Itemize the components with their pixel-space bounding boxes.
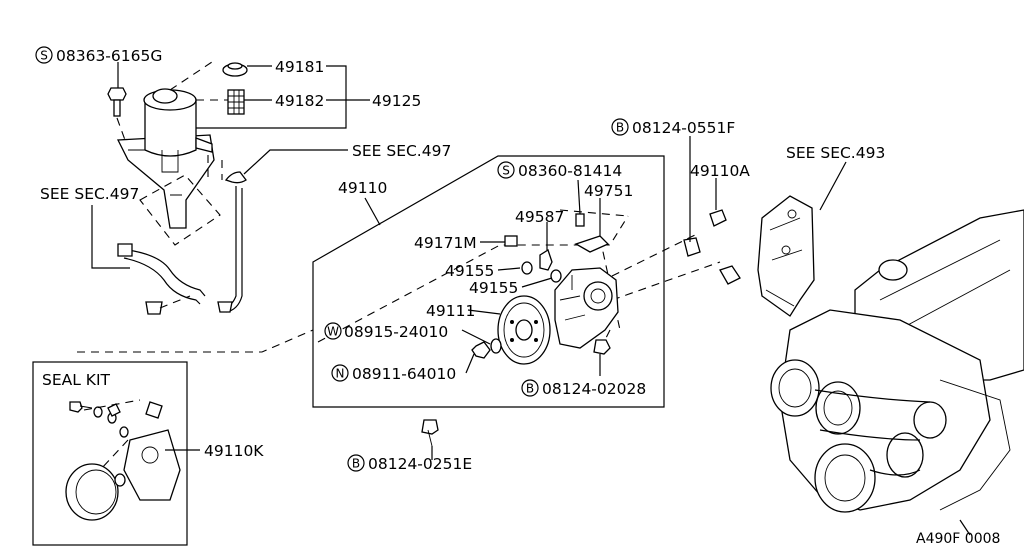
- bolt-08360: [575, 213, 585, 227]
- prefix-s-08363: S: [35, 46, 53, 64]
- label-49155-a: 49155: [445, 262, 494, 280]
- prefix-b-0551f: B: [611, 118, 629, 136]
- svg-text:B: B: [526, 382, 534, 396]
- cap-49181: [222, 62, 248, 77]
- label-08363-6165g: 08363-6165G: [56, 47, 162, 65]
- svg-text:B: B: [616, 121, 624, 135]
- svg-text:S: S: [502, 164, 510, 178]
- prefix-n-08911: N: [331, 364, 349, 382]
- label-49111: 49111: [426, 302, 475, 320]
- label-49182: 49182: [275, 92, 324, 110]
- label-08911-64010: 08911-64010: [352, 365, 456, 383]
- bracket-group: [683, 195, 815, 317]
- label-49171m: 49171M: [414, 234, 477, 252]
- label-49110k: 49110K: [204, 442, 264, 460]
- svg-text:N: N: [336, 367, 345, 381]
- filter-49182: [227, 89, 245, 115]
- leader-lines: [91, 62, 971, 536]
- label-08915-24010: 08915-24010: [344, 323, 448, 341]
- label-08124-0251e: 08124-0251E: [368, 455, 472, 473]
- label-49587: 49587: [515, 208, 564, 226]
- label-49155-b: 49155: [469, 279, 518, 297]
- label-08124-0551f: 08124-0551F: [632, 119, 735, 137]
- engine-block: [770, 209, 1024, 513]
- label-seal-kit: SEAL KIT: [42, 371, 111, 389]
- reservoir-assembly: [107, 59, 248, 246]
- prefix-s-08360: S: [497, 161, 515, 179]
- label-diagram-code: A490F 0008: [916, 531, 1000, 547]
- fitting-49751: [574, 235, 610, 253]
- bolt-49171M: [504, 235, 518, 247]
- label-49125: 49125: [372, 92, 421, 110]
- nut-08911: [471, 341, 491, 359]
- label-see-sec-493: SEE SEC.493: [786, 144, 885, 162]
- pulley-49111: [497, 295, 551, 365]
- power-steering-pump: [421, 213, 619, 447]
- washer-08915: [490, 338, 502, 354]
- svg-text:B: B: [352, 457, 360, 471]
- svg-text:S: S: [40, 49, 48, 63]
- dashed-link: [77, 329, 314, 353]
- label-08360-81414: 08360-81414: [518, 162, 622, 180]
- label-49110: 49110: [338, 179, 387, 197]
- prefix-b-0251e: B: [347, 454, 365, 472]
- svg-text:W: W: [327, 325, 339, 339]
- prefix-w-08915: W: [324, 322, 342, 340]
- hose-lines: [117, 171, 247, 315]
- bolt-08124-02028: [593, 339, 611, 355]
- label-see-sec-497-left: SEE SEC.497: [40, 185, 139, 203]
- seal-kit-box: [32, 361, 188, 546]
- label-see-sec-497-top: SEE SEC.497: [352, 142, 451, 160]
- washer-49155: [521, 261, 533, 275]
- prefix-b-02028: B: [521, 379, 539, 397]
- bolt-08363: [107, 87, 127, 117]
- label-08124-02028: 08124-02028: [542, 380, 646, 398]
- label-49110a: 49110A: [690, 162, 750, 180]
- label-49751: 49751: [584, 182, 633, 200]
- bolt-08124-0251E: [421, 419, 439, 435]
- pump-group-frame: [312, 155, 665, 408]
- fitting-49587: [539, 249, 553, 271]
- label-49181: 49181: [275, 58, 324, 76]
